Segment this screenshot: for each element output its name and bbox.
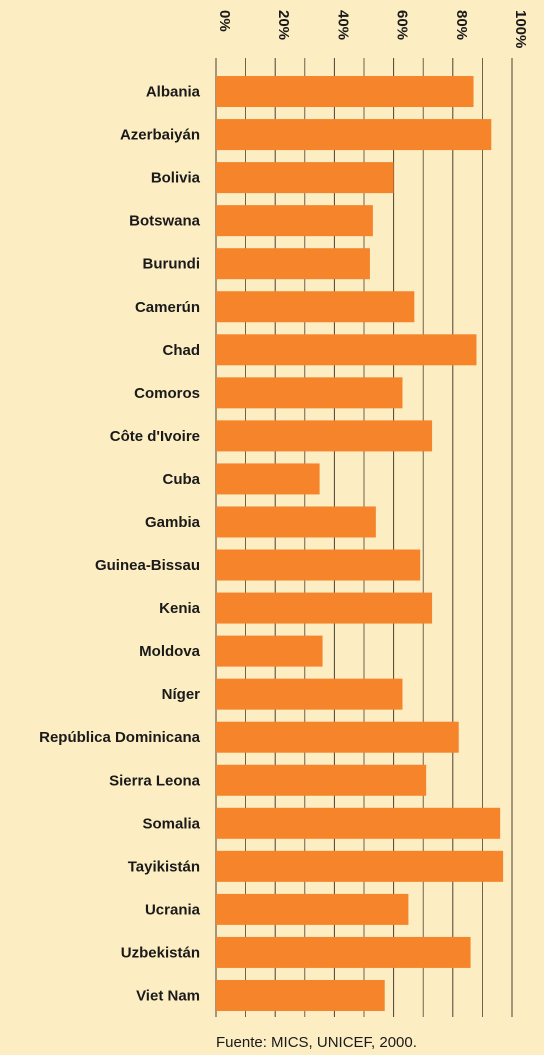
bar: [216, 248, 370, 280]
bar: [216, 893, 409, 925]
bar: [216, 850, 504, 882]
x-tick-label: 0%: [216, 10, 233, 32]
x-tick-label: 100%: [512, 10, 529, 48]
category-labels: AlbaniaAzerbaiyánBoliviaBotswanaBurundiC…: [39, 84, 201, 1005]
x-tick-label: 20%: [275, 10, 292, 40]
bars: [216, 76, 504, 1011]
bar: [216, 592, 433, 624]
bar: [216, 764, 427, 796]
category-label: Ucrania: [145, 901, 201, 918]
bar: [216, 807, 501, 839]
bar: [216, 936, 471, 968]
category-label: Uzbekistán: [121, 944, 200, 961]
category-label: Kenia: [159, 600, 201, 617]
bar: [216, 463, 320, 495]
category-label: Burundi: [143, 256, 201, 273]
bar: [216, 119, 492, 151]
category-label: Comoros: [134, 385, 200, 402]
category-label: Níger: [162, 686, 201, 703]
bar: [216, 334, 477, 366]
bar: [216, 979, 385, 1011]
source-note: Fuente: MICS, UNICEF, 2000.: [216, 1034, 417, 1051]
bar: [216, 377, 403, 409]
category-label: Cuba: [163, 471, 201, 488]
category-label: Moldova: [139, 643, 200, 660]
bar: [216, 291, 415, 323]
category-label: Chad: [163, 342, 201, 359]
bar: [216, 721, 459, 753]
category-label: Bolivia: [151, 170, 201, 187]
category-label: Côte d'Ivoire: [110, 428, 200, 445]
bar: [216, 506, 376, 538]
category-label: Gambia: [145, 514, 201, 531]
category-label: Azerbaiyán: [120, 127, 200, 144]
bar: [216, 549, 421, 581]
x-tick-label: 80%: [453, 10, 470, 40]
bar: [216, 635, 323, 667]
bar: [216, 420, 433, 452]
bar: [216, 205, 373, 237]
category-label: Sierra Leona: [109, 772, 201, 789]
category-label: Botswana: [129, 213, 201, 230]
bar: [216, 678, 403, 710]
category-label: Albania: [146, 84, 201, 101]
category-label: República Dominicana: [39, 729, 201, 746]
category-label: Tayikistán: [128, 858, 200, 875]
category-label: Camerún: [135, 299, 200, 316]
bar: [216, 76, 474, 108]
category-label: Somalia: [142, 815, 200, 832]
x-tick-labels: 0% 20% 40% 60% 80% 100%: [216, 10, 529, 48]
x-tick-label: 60%: [394, 10, 411, 40]
category-label: Viet Nam: [136, 987, 200, 1004]
bar: [216, 162, 394, 194]
category-label: Guinea-Bissau: [95, 557, 200, 574]
x-tick-label: 40%: [334, 10, 351, 40]
